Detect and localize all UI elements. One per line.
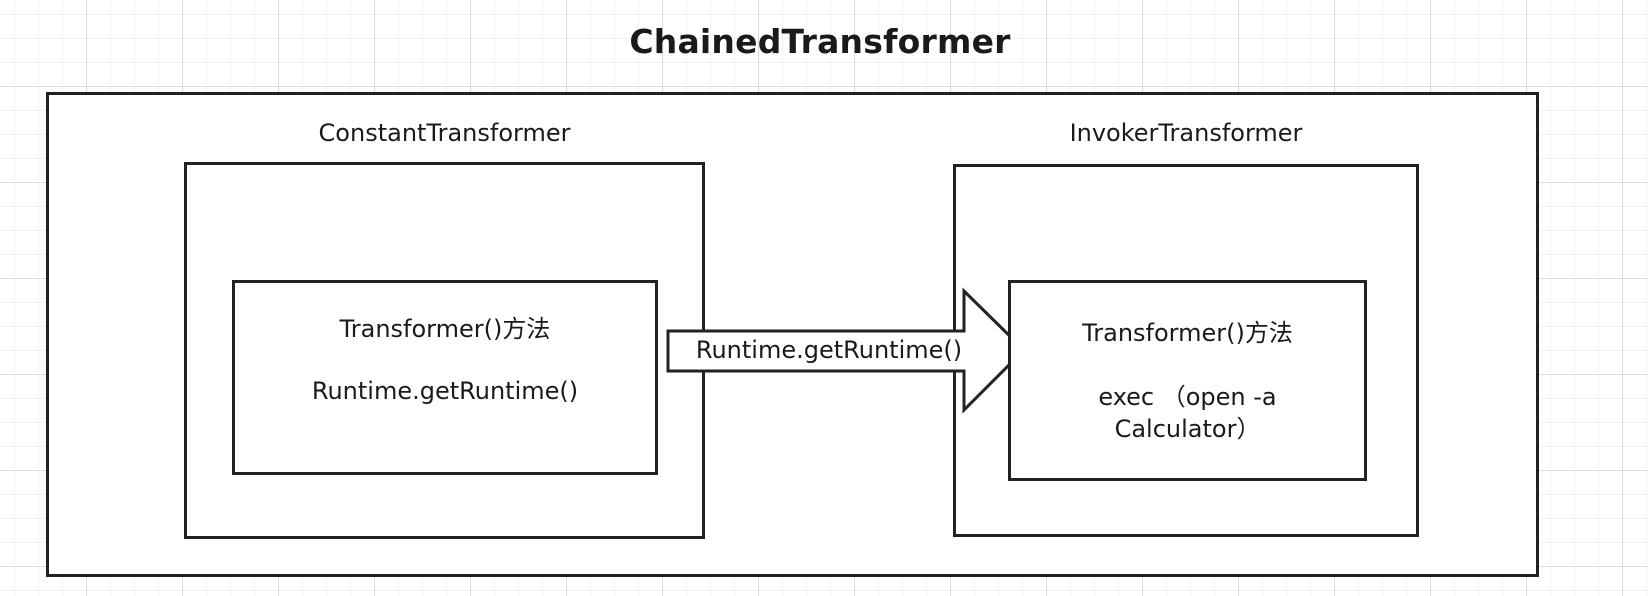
constant-method-body: Runtime.getRuntime() xyxy=(311,377,579,405)
constant-transformer-label: ConstantTransformer xyxy=(318,119,571,147)
flow-arrow-label: Runtime.getRuntime() xyxy=(695,336,963,364)
flow-arrow-shape xyxy=(666,287,1027,414)
invoker-method-name: Transformer()方法 xyxy=(1082,319,1293,347)
invoker-method-body-line2: Calculator） xyxy=(1114,415,1261,443)
constant-transform-method-box: Transformer()方法 Runtime.getRuntime() xyxy=(232,280,658,475)
invoker-transform-method-box: Transformer()方法 exec （open -a Calculator… xyxy=(1008,280,1367,481)
constant-method-name: Transformer()方法 xyxy=(339,315,551,343)
diagram-title: ChainedTransformer xyxy=(629,22,1011,61)
invoker-method-body-line1: exec （open -a xyxy=(1098,383,1277,411)
invoker-transformer-label: InvokerTransformer xyxy=(1069,119,1303,147)
